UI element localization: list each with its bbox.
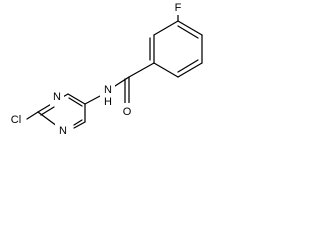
atom-h: H	[100, 93, 115, 111]
atom-label-o: O	[123, 106, 132, 118]
bond-nh-carbonyl	[114, 76, 130, 87]
atom-o: O	[120, 103, 134, 121]
atom-label-f: F	[175, 2, 182, 14]
bond-c4-n3-inner	[73, 119, 83, 126]
bond-ar4	[177, 20, 203, 36]
atom-label-n-lower: N	[59, 125, 67, 137]
atom-n-lower: N	[55, 122, 71, 140]
bond-c6-c5	[67, 93, 86, 105]
bond-ar3	[153, 20, 179, 36]
atom-label-h: H	[104, 96, 112, 108]
bond-ar7	[153, 62, 179, 78]
pyrimidine-ring	[37, 93, 86, 130]
bond-ar6-inner	[177, 59, 199, 73]
bond-c5-nh	[84, 95, 101, 105]
bond-ar1	[128, 62, 155, 78]
fluorophenyl-ring	[128, 20, 203, 78]
atom-label-n-upper: N	[53, 91, 61, 103]
bond-ar4-inner	[177, 25, 199, 39]
bond-ar6	[177, 62, 203, 78]
bond-c2-n1-double	[40, 106, 55, 116]
atom-label-cl: Cl	[11, 114, 21, 126]
atom-n-upper: N	[50, 88, 64, 106]
atom-label-nh: N	[104, 84, 112, 96]
bond-c2-cl	[26, 111, 39, 120]
atom-f: F	[172, 0, 184, 15]
chemical-structure-diagram: Cl N N N H O F	[5, 0, 203, 140]
bond-c6-c5-inner	[68, 97, 83, 107]
bond-c4-n3	[73, 121, 86, 129]
atom-cl: Cl	[5, 111, 26, 129]
